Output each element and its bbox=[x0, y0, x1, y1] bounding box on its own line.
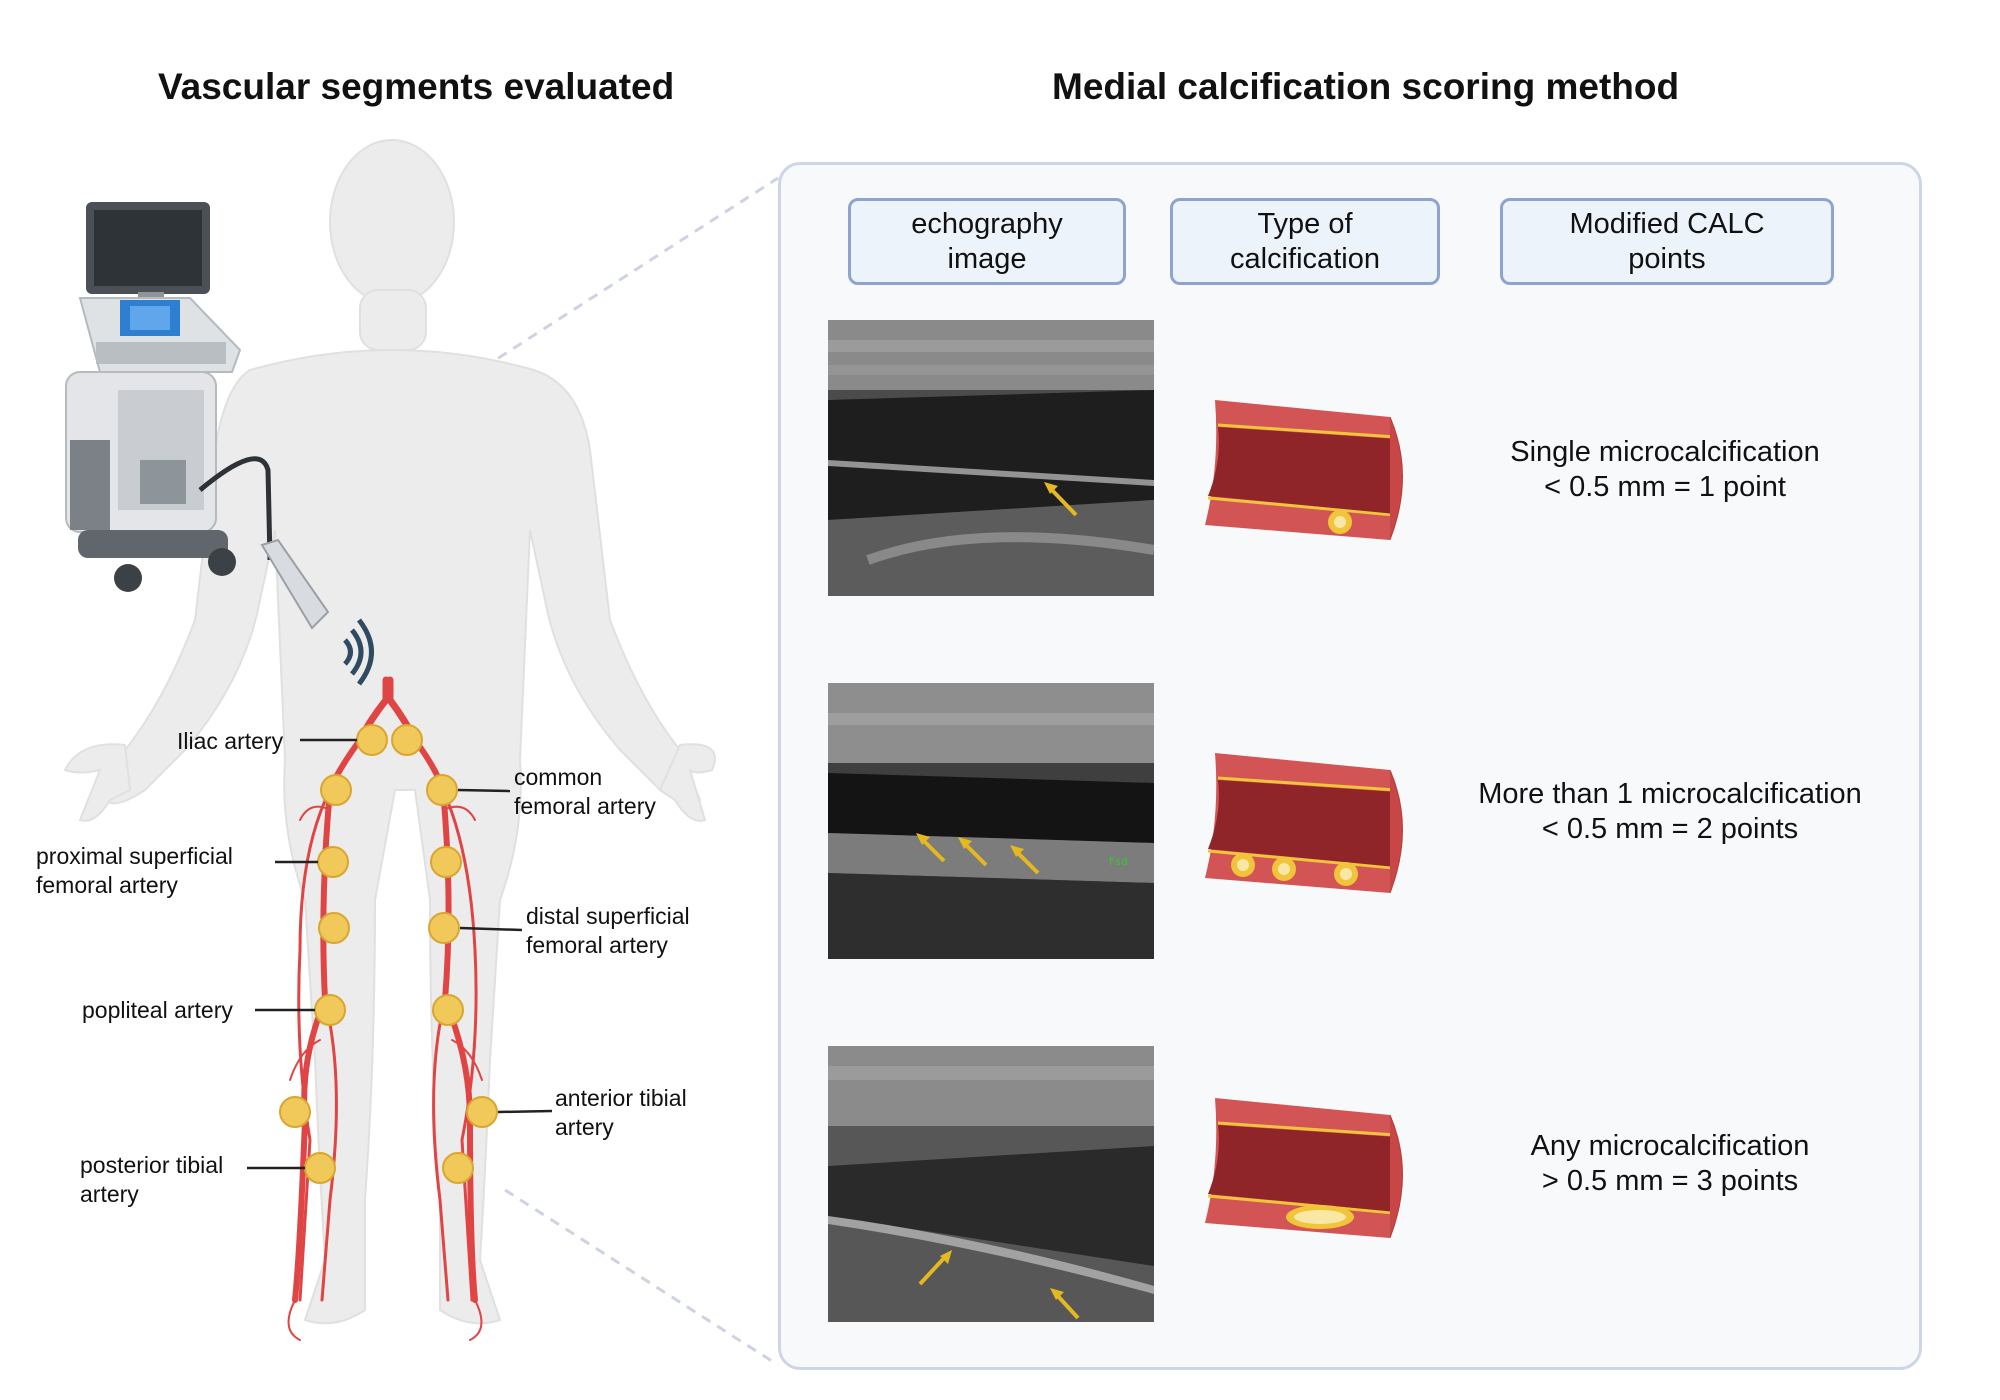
marker-anterior-tibial-right bbox=[279, 1096, 311, 1128]
vessel-multiple-microcalcifications bbox=[1205, 753, 1403, 894]
marker-iliac-left bbox=[391, 724, 423, 756]
right-title: Medial calcification scoring method bbox=[1052, 66, 1680, 107]
echography-image-1 bbox=[828, 320, 1154, 596]
label-distal-superficial-femoral-artery: distal superficial femoral artery bbox=[526, 903, 690, 958]
label-iliac-artery: Iliac artery bbox=[177, 728, 284, 754]
marker-anterior-tibial-left bbox=[466, 1096, 498, 1128]
points-row-1: Single microcalcification< 0.5 mm = 1 po… bbox=[1510, 436, 1820, 503]
marker-posterior-tibial-left bbox=[442, 1152, 474, 1184]
marker-distal-sfa-left bbox=[428, 912, 460, 944]
marker-iliac-right bbox=[356, 724, 388, 756]
left-title: Vascular segments evaluated bbox=[158, 66, 675, 107]
segment-markers bbox=[279, 724, 498, 1184]
echo-annotation: fsd bbox=[1108, 857, 1128, 869]
ultrasound-machine-icon bbox=[65, 202, 374, 686]
marker-distal-sfa-right bbox=[318, 912, 350, 944]
label-common-femoral-artery: common femoral artery bbox=[514, 764, 656, 819]
marker-proximal-sfa-right bbox=[317, 846, 349, 878]
left-hand bbox=[63, 743, 132, 822]
right-hand bbox=[658, 743, 716, 822]
label-proximal-superficial-femoral-artery: proximal superficial femoral artery bbox=[36, 843, 233, 898]
label-posterior-tibial-artery: posterior tibial artery bbox=[80, 1152, 224, 1207]
echography-image-2: fsd bbox=[828, 683, 1154, 959]
vessel-single-microcalcification bbox=[1205, 400, 1403, 541]
marker-proximal-sfa-left bbox=[430, 846, 462, 878]
label-popliteal-artery: popliteal artery bbox=[82, 997, 233, 1023]
connector-top bbox=[482, 176, 779, 370]
marker-common-femoral-left bbox=[426, 774, 458, 806]
leader-lines bbox=[247, 738, 553, 1170]
points-row-3: Any microcalcification> 0.5 mm = 3 point… bbox=[1530, 1130, 1810, 1197]
label-anterior-tibial-artery: anterior tibial artery bbox=[555, 1085, 687, 1140]
marker-posterior-tibial-right bbox=[304, 1152, 336, 1184]
points-row-2: More than 1 microcalcification< 0.5 mm =… bbox=[1478, 778, 1862, 845]
marker-popliteal-right bbox=[314, 994, 346, 1026]
echography-image-3 bbox=[828, 1046, 1154, 1322]
connector-bottom bbox=[504, 1188, 779, 1367]
marker-popliteal-left bbox=[432, 994, 464, 1026]
marker-common-femoral-right bbox=[320, 774, 352, 806]
body-silhouette bbox=[103, 139, 702, 1325]
vessel-large-microcalcification bbox=[1205, 1098, 1403, 1239]
